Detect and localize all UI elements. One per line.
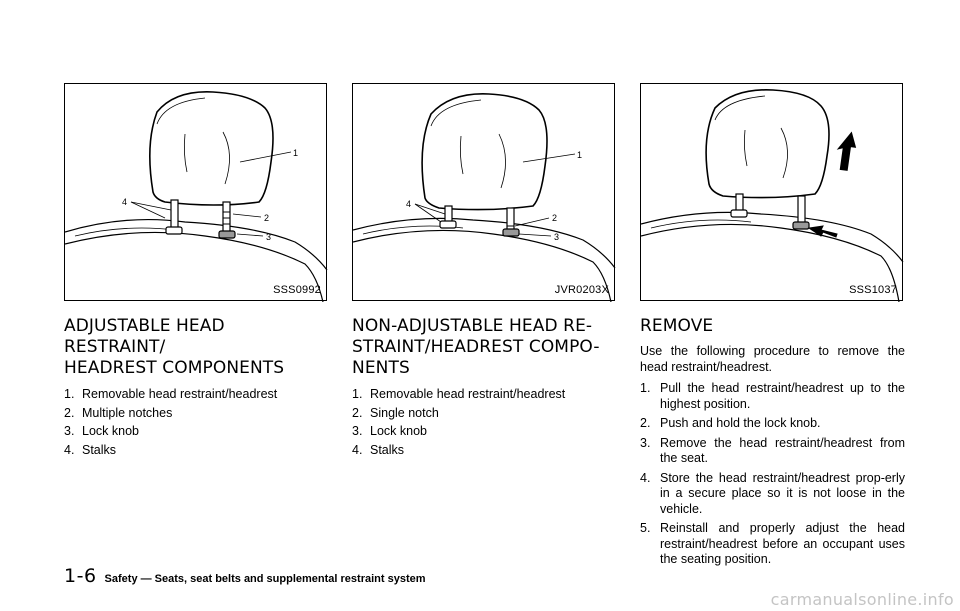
callout-4: 4	[406, 199, 411, 209]
figure-code: JVR0203X	[554, 284, 609, 296]
component-list-non-adjustable: 1.Removable head restraint/headrest 2.Si…	[352, 385, 617, 459]
column-remove: SSS1037 REMOVE Use the following procedu…	[640, 83, 905, 572]
figure-code: SSS0992	[273, 284, 321, 296]
arrow-up-icon	[836, 131, 857, 171]
list-item: 4.Stalks	[352, 442, 405, 457]
callout-2: 2	[264, 213, 269, 223]
page-footer: 1-6 Safety — Seats, seat belts and suppl…	[64, 565, 426, 587]
list-item: 2.Push and hold the lock knob.	[640, 416, 821, 430]
figure-adjustable-headrest: 1 2 3 4 SSS0992	[64, 83, 328, 302]
callout-4: 4	[122, 197, 127, 207]
list-item: 3.Lock knob	[64, 424, 139, 438]
callout-1: 1	[293, 148, 298, 158]
column-adjustable: 1 2 3 4 SSS0992 ADJUSTABLE HEAD RESTRAIN…	[64, 83, 329, 459]
list-item: 3.Lock knob	[352, 424, 427, 438]
list-item: 2.Single notch	[352, 405, 439, 420]
column-non-adjustable: 1 2 3 4 JVR0203X NON-ADJUSTABLE HEAD RE-…	[352, 83, 617, 459]
list-item: 1.Removable head restraint/headrest	[352, 387, 566, 401]
arrow-left-icon	[807, 225, 838, 238]
remove-intro: Use the following procedure to remove th…	[640, 344, 905, 374]
list-item: 5.Reinstall and properly adjust the head…	[640, 521, 905, 566]
watermark: carmanualsonline.info	[770, 590, 954, 609]
figure-code: SSS1037	[849, 284, 897, 296]
callout-2: 2	[552, 213, 557, 223]
figure-remove-headrest: SSS1037	[640, 83, 904, 302]
list-item: 4.Store the head restraint/headrest prop…	[640, 470, 905, 516]
footer-title: Safety — Seats, seat belts and supplemen…	[104, 573, 426, 585]
section-heading-remove: REMOVE	[640, 316, 714, 336]
section-heading-adjustable: ADJUSTABLE HEAD RESTRAINT/ HEADREST COMP…	[64, 316, 285, 378]
callout-3: 3	[266, 232, 271, 242]
section-heading-non-adjustable: NON-ADJUSTABLE HEAD RE- STRAINT/HEADREST…	[352, 316, 600, 378]
callout-3: 3	[554, 232, 559, 242]
headrest-illustration-remove	[641, 89, 904, 302]
component-list-adjustable: 1.Removable head restraint/headrest 2.Mu…	[64, 385, 329, 459]
list-item: 2.Multiple notches	[64, 405, 173, 420]
list-item: 4.Stalks	[64, 442, 117, 457]
list-item: 3.Remove the head restraint/headrest fro…	[640, 435, 905, 466]
remove-steps: 1.Pull the head restraint/headrest up to…	[640, 381, 905, 568]
headrest-illustration-non-adjustable: 1 2 3 4	[353, 93, 616, 302]
page-number: 1-6	[64, 565, 97, 587]
list-item: 1.Pull the head restraint/headrest up to…	[640, 381, 905, 411]
callout-1: 1	[577, 150, 582, 160]
list-item: 1.Removable head restraint/headrest	[64, 387, 278, 401]
headrest-illustration-adjustable: 1 2 3 4	[65, 91, 328, 302]
figure-non-adjustable-headrest: 1 2 3 4 JVR0203X	[352, 83, 616, 302]
